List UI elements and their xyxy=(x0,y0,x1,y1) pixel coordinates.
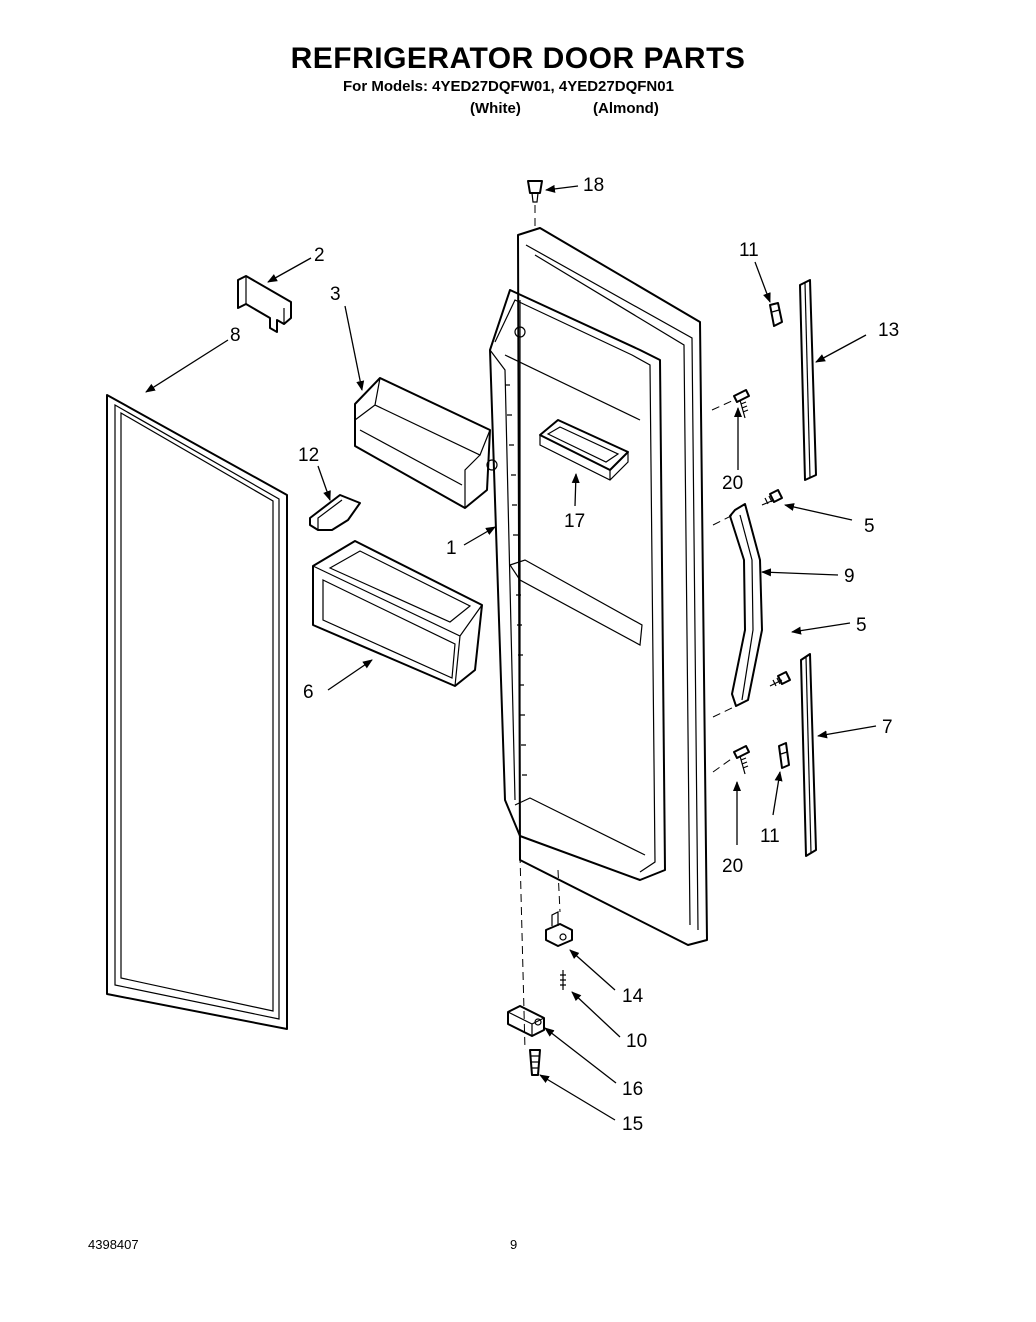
bracket-part xyxy=(309,494,361,531)
callout-1: 1 xyxy=(446,538,457,559)
door-bin-part xyxy=(312,540,483,687)
screw-part-20-upper xyxy=(733,389,750,419)
door-outer-frame xyxy=(517,227,708,946)
callout-12: 12 xyxy=(298,445,319,466)
variant-white-label: (White) xyxy=(470,100,521,117)
page-title: REFRIGERATOR DOOR PARTS xyxy=(290,42,746,75)
lower-trim-part xyxy=(800,653,817,857)
variant-almond-label: (Almond) xyxy=(593,100,659,117)
handle-clip-lower xyxy=(778,742,790,769)
page-number: 9 xyxy=(510,1237,518,1252)
hinge-bracket-part xyxy=(507,1005,545,1037)
door-liner-part xyxy=(489,289,666,881)
screw-part-20-lower xyxy=(733,745,750,775)
door-handle-part xyxy=(729,503,763,707)
callout-9: 9 xyxy=(844,566,855,587)
screw-part-5-lower xyxy=(769,671,791,687)
upper-trim-part xyxy=(799,279,817,481)
document-number: 4398407 xyxy=(88,1237,139,1252)
butter-dish-part xyxy=(539,419,629,481)
hinge-screw-part xyxy=(529,1049,541,1076)
callout-3: 3 xyxy=(330,284,341,305)
washer-part xyxy=(560,970,566,990)
screw-part-5-upper xyxy=(761,489,783,506)
clip-part xyxy=(237,275,292,333)
callout-11-upper: 11 xyxy=(739,240,759,261)
callout-10: 10 xyxy=(626,1031,647,1052)
models-line: For Models: 4YED27DQFW01, 4YED27DQFN01 xyxy=(343,78,674,95)
callout-6: 6 xyxy=(303,682,314,703)
callout-16: 16 xyxy=(622,1079,643,1100)
callout-11-lower: 11 xyxy=(760,826,780,847)
callout-7: 7 xyxy=(882,717,893,738)
callout-5-lower: 5 xyxy=(856,615,867,636)
handle-clip-upper xyxy=(769,302,783,327)
callout-13: 13 xyxy=(878,320,899,341)
plug-part xyxy=(527,180,543,203)
callout-8: 8 xyxy=(230,325,241,346)
callout-2: 2 xyxy=(314,245,325,266)
callout-17: 17 xyxy=(564,511,585,532)
callout-20-lower: 20 xyxy=(722,856,743,877)
callout-14: 14 xyxy=(622,986,644,1007)
callout-arrows xyxy=(145,184,877,1121)
assembly-guide-lines xyxy=(519,205,737,1051)
shelf-cover-part xyxy=(354,377,498,509)
callout-5-upper: 5 xyxy=(864,516,875,537)
door-gasket-part xyxy=(106,394,288,1030)
callout-15: 15 xyxy=(622,1114,643,1135)
callout-18: 18 xyxy=(583,175,604,196)
hinge-pin-part xyxy=(545,911,573,947)
callout-20-upper: 20 xyxy=(722,473,743,494)
